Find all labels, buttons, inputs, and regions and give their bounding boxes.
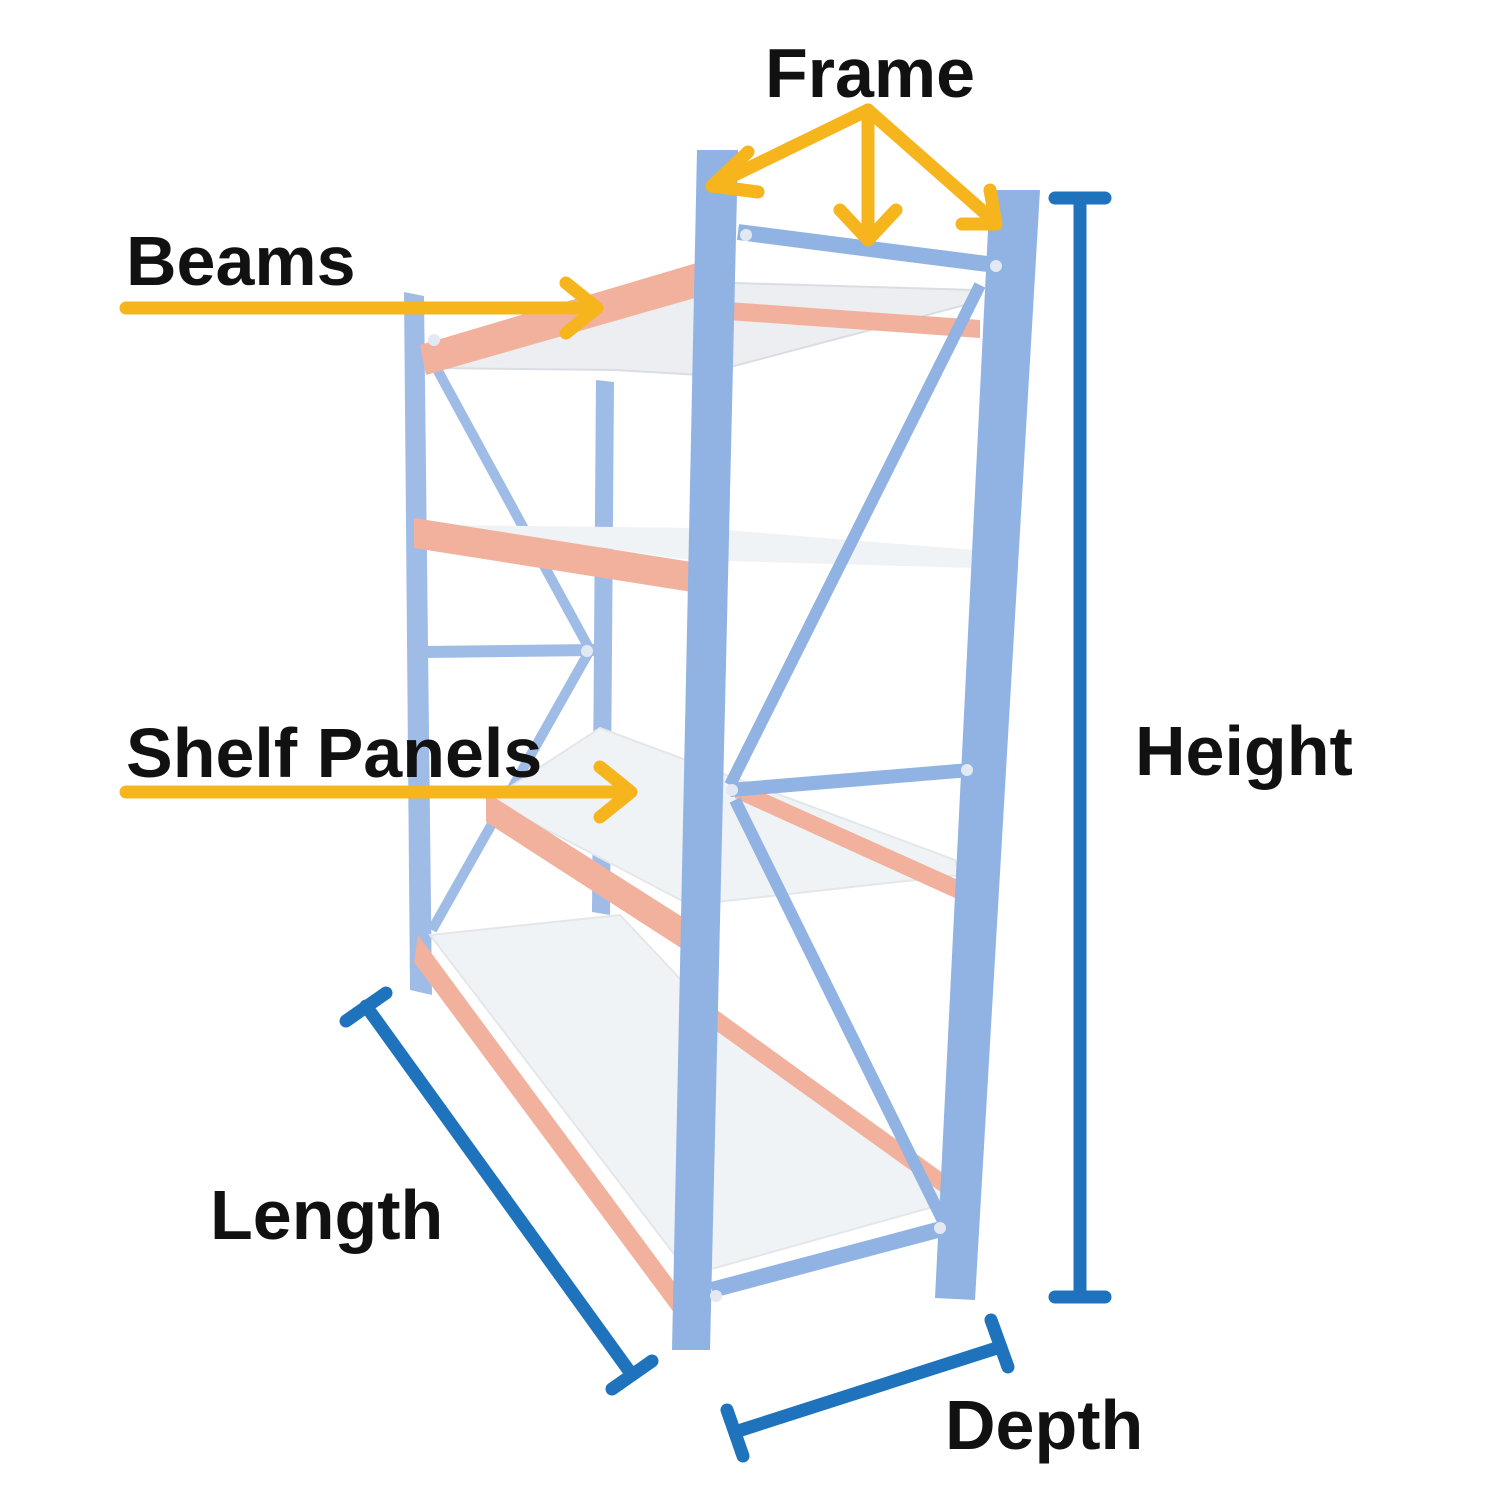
beam-top-side [700, 300, 980, 338]
beam-second-front [414, 518, 692, 592]
depth-dimension [720, 1313, 1015, 1463]
front-left-upright [672, 150, 738, 1350]
bolt [581, 645, 593, 657]
bolt [710, 1290, 722, 1302]
depth-label: Depth [945, 1386, 1144, 1464]
shelving-unit-illustration [404, 150, 1040, 1350]
beam-bottom-side [708, 1005, 945, 1195]
frame-arrows [705, 103, 1003, 247]
shelf-panels-label: Shelf Panels [126, 714, 543, 792]
side-bottom-rail [709, 1220, 948, 1298]
back-left-upright [404, 292, 432, 995]
bolt [428, 334, 440, 346]
beam-third-side [735, 780, 958, 898]
bolt [726, 784, 738, 796]
frame-label: Frame [765, 34, 976, 112]
beam-third-front [486, 792, 684, 950]
shelf-panels-arrow [119, 760, 638, 824]
beam-bottom-front [414, 935, 680, 1318]
height-dimension [1048, 191, 1112, 1304]
beam-top-front [420, 262, 702, 375]
beams-label: Beams [126, 222, 356, 300]
bolt [961, 764, 973, 776]
beams-arrow [119, 276, 604, 340]
height-label: Height [1135, 712, 1353, 790]
side-brace-1 [724, 282, 986, 788]
shelf-panel-third [488, 726, 962, 907]
side-top-rail [736, 224, 997, 273]
back-brace-1 [427, 357, 595, 653]
length-dimension [339, 986, 659, 1396]
bolt [990, 260, 1002, 272]
side-brace-2 [729, 797, 951, 1228]
length-label: Length [210, 1176, 444, 1254]
bolt [934, 1222, 946, 1234]
side-mid-rail [729, 763, 971, 797]
bolt [740, 229, 752, 241]
front-right-upright [935, 190, 1040, 1300]
back-horizontal-brace [423, 644, 597, 658]
